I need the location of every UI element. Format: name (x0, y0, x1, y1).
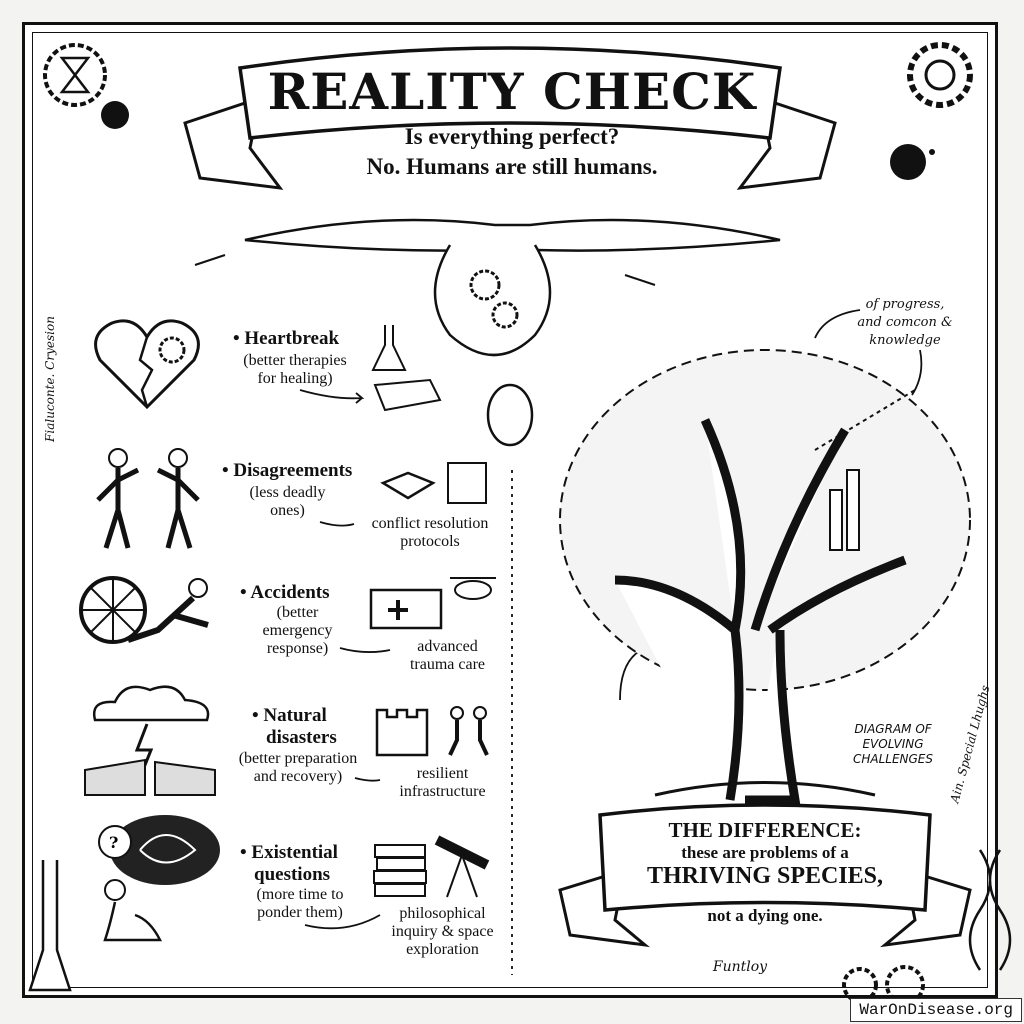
challenge-label-accidents: • Accidents (240, 582, 330, 603)
solution-line: advanced (417, 638, 478, 655)
challenge-label-disagreements: • Disagreements (222, 460, 353, 481)
solution-line: trauma care (409, 656, 486, 673)
label-text: Disagreements (233, 460, 353, 481)
annotation-line: and comcon & (857, 315, 953, 330)
tree-illustration (559, 349, 971, 805)
desc-line: (better (276, 604, 319, 621)
footer-line-2: these are problems of a (681, 843, 849, 862)
poster-frame-inner (32, 32, 988, 988)
desc-line: response) (266, 640, 329, 657)
label-text: Heartbreak (244, 328, 340, 349)
label-text: Existential (251, 842, 338, 863)
ambulance-helicopter-icon (369, 577, 496, 630)
solution-line: resilient (416, 765, 469, 782)
solution-line: protocols (400, 533, 460, 550)
signature-left: Fialuconte. Cryesion (43, 316, 57, 442)
storm-cloud-icon (84, 685, 216, 796)
solution-line: exploration (406, 941, 479, 958)
annotation-line: knowledge (869, 333, 941, 348)
solution-line: philosophical (399, 905, 486, 922)
ink-splatter-icon (101, 101, 129, 129)
castle-and-workers-icon (375, 706, 489, 757)
label-text: questions (254, 864, 331, 885)
tree-annotation: of progress, and comcon & knowledge (840, 296, 970, 350)
thinking-person-galaxy-icon: ? (98, 815, 220, 942)
desc-line: (less deadly (249, 484, 326, 501)
label-text: Natural (263, 705, 327, 726)
svg-text:?: ? (109, 833, 118, 852)
label-text: Accidents (250, 582, 330, 603)
inverted-human-figure-illustration (194, 218, 781, 447)
desc-line: emergency (262, 622, 333, 639)
flask-and-book-icon (371, 325, 442, 412)
title-ribbon (183, 46, 837, 190)
flask-icon (28, 860, 72, 992)
solution-line: inquiry & space (391, 923, 494, 940)
footer-line-1: THE DIFFERENCE: (668, 818, 862, 842)
subtitle-line-1: Is everything perfect? (404, 124, 620, 149)
desc-line: ponder them) (257, 904, 343, 921)
desc-line: (better preparation (238, 750, 358, 767)
desc-line: (better therapies (243, 352, 347, 369)
annotation-line: of progress, (865, 297, 945, 312)
page-title: REALITY CHECK (267, 62, 757, 121)
solution-line: conflict resolution (371, 515, 489, 532)
hourglass-icon (43, 43, 107, 107)
accident-fall-icon (79, 576, 209, 644)
arguing-people-icon (96, 448, 200, 549)
footer-line-4: not a dying one. (707, 906, 823, 925)
signature-bottom: Funtloy (712, 959, 768, 975)
footer-ribbon (558, 803, 972, 948)
label-line: EVOLVING (862, 737, 924, 751)
ink-splatter-icon (890, 144, 935, 180)
desc-line: (more time to (256, 886, 344, 903)
solution-line: infrastructure (399, 783, 486, 800)
handshake-and-scroll-icon (380, 462, 487, 504)
desc-line: ones) (270, 502, 305, 519)
desc-line: for healing) (257, 370, 333, 387)
books-telescope-icon (373, 835, 490, 898)
challenge-label-heartbreak: • Heartbreak (233, 328, 340, 349)
footer-line-3: THRIVING SPECIES, (646, 863, 884, 889)
label-text: disasters (266, 727, 337, 748)
gear-icon (907, 42, 973, 108)
label-line: CHALLENGES (852, 752, 934, 766)
subtitle-line-2: No. Humans are still humans. (366, 154, 658, 179)
dna-icon (968, 849, 1012, 971)
label-line: DIAGRAM OF (854, 722, 932, 736)
desc-line: and recovery) (253, 768, 343, 785)
watermark: WarOnDisease.org (850, 998, 1022, 1022)
broken-heart-icon (94, 319, 200, 410)
